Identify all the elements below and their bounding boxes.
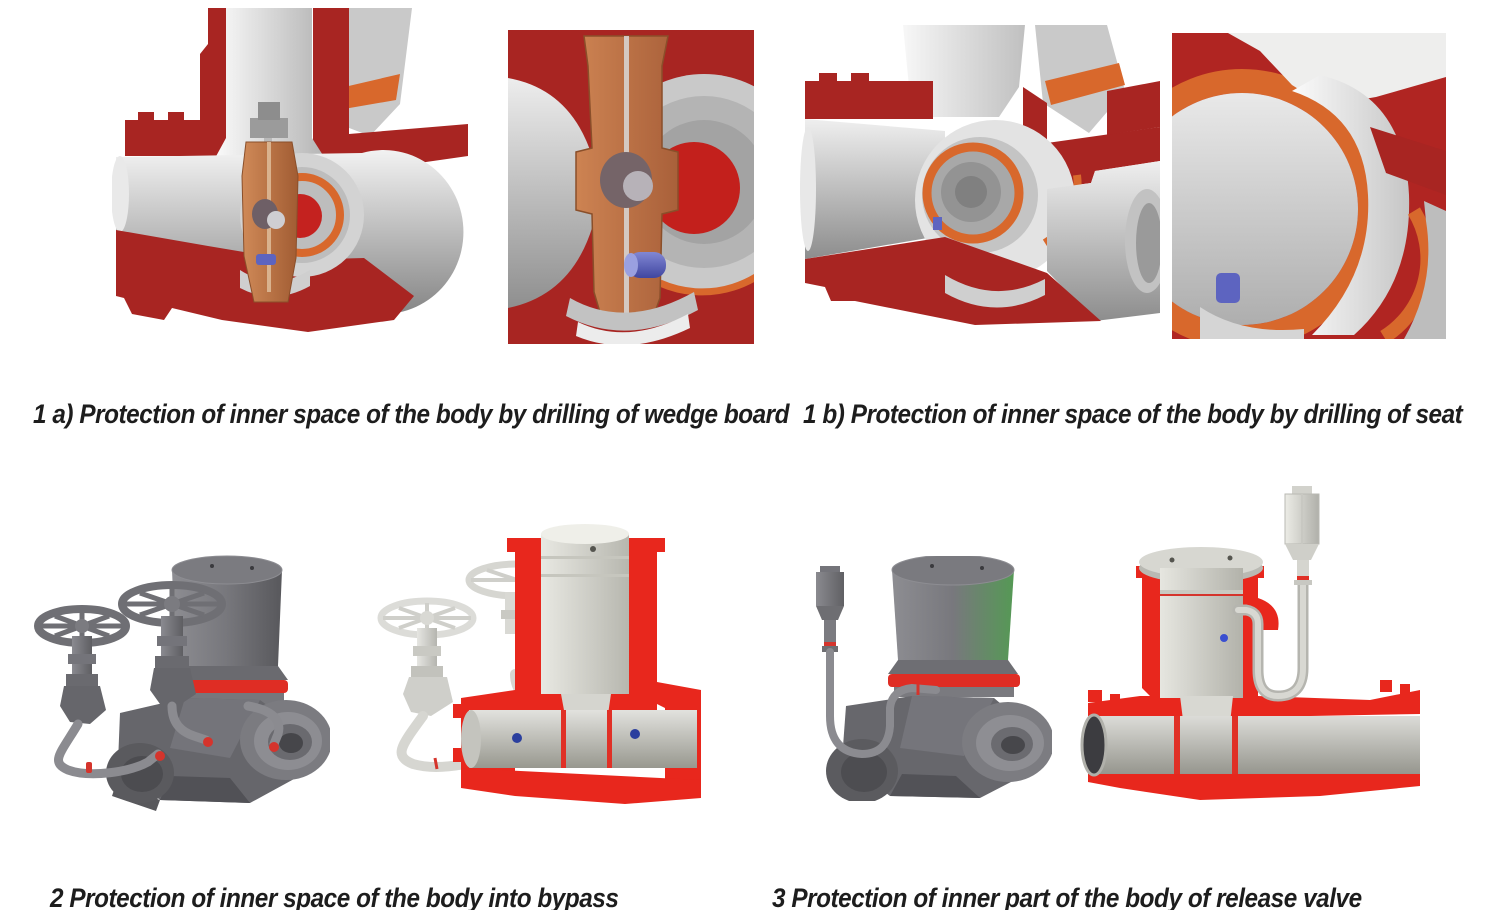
figure-1b-closeup-image — [1172, 33, 1446, 339]
valve-cutaway-with-release-valve-svg — [1080, 486, 1420, 800]
pipe-left — [805, 119, 945, 259]
pipe-right — [1047, 161, 1160, 321]
seal-ring-orange-right — [1380, 207, 1435, 339]
pipe-bore — [1172, 93, 1358, 325]
bonnet-tube — [214, 8, 326, 160]
bottom-guide — [945, 275, 1045, 308]
gasket-orange-band — [338, 74, 400, 110]
caption-1a: 1 a) Protection of inner space of the bo… — [33, 399, 790, 429]
valve-exterior-with-bypass-svg — [34, 555, 330, 811]
pipe-bore-left — [800, 127, 816, 251]
seat-drill-blue-pin — [1216, 273, 1240, 303]
red-band — [888, 674, 1020, 687]
pipe-bore-left — [1080, 713, 1108, 777]
seat-ring-red — [1174, 716, 1180, 774]
drill-blue-dot — [630, 729, 640, 739]
seat-ring-red — [561, 710, 566, 768]
figure-1b-overview-image — [795, 25, 1160, 325]
caption-3: 3 Protection of inner part of the body o… — [772, 883, 1362, 910]
pipe-bore — [1080, 713, 1420, 777]
red-ring — [824, 642, 836, 646]
figure-3-exterior-image — [742, 556, 1052, 801]
upper-pipe — [1035, 25, 1125, 133]
upper-pipe — [337, 8, 412, 136]
figure-2-exterior-image — [20, 548, 330, 813]
valve-cutaway-with-bypass-svg — [377, 524, 701, 804]
side-flange — [240, 700, 330, 780]
figure-3-cutaway-image — [1080, 478, 1425, 804]
bypass-piping — [54, 701, 284, 779]
figure-1a-closeup-image — [508, 30, 754, 344]
seat-assembly — [915, 120, 1082, 280]
drill-blue-dot — [1220, 634, 1228, 642]
red-band — [166, 680, 288, 693]
gate-valve-cutaway-with-wedge-svg — [112, 8, 468, 332]
release-pipe — [1232, 574, 1309, 702]
figure-1a-overview-image — [112, 8, 470, 346]
wedge-board-drilling-closeup-svg — [508, 30, 754, 344]
drill-blue-plug — [628, 252, 666, 278]
seal-ring-orange — [658, 274, 754, 296]
seat-ring-red — [607, 710, 612, 768]
bypass-valve-front — [377, 597, 477, 716]
pipe-connection-dots — [86, 737, 279, 773]
cut-step-red — [1370, 127, 1446, 195]
pipe-bore — [461, 710, 697, 768]
drill-blue-dot — [512, 733, 522, 743]
drill-blue-plug — [256, 254, 276, 265]
bonnet-cream — [1139, 547, 1263, 769]
release-pipe — [826, 648, 940, 759]
seat-drilling-closeup-svg — [1172, 33, 1446, 339]
bottom-guide — [1200, 307, 1304, 339]
seat-ring-red — [1232, 716, 1238, 774]
wedge-board — [241, 102, 299, 303]
bonnet-tube — [903, 25, 1025, 117]
valve-exterior-with-release-valve-svg — [816, 556, 1052, 801]
stem-pin — [623, 171, 653, 201]
pipe-cylinder — [508, 78, 600, 308]
caption-2: 2 Protection of inner space of the body … — [50, 883, 619, 910]
bypass-valve-left — [34, 605, 130, 724]
bottom-guide-light — [576, 314, 690, 344]
pipe-bore-left — [112, 156, 129, 232]
body-right-gray — [1404, 201, 1446, 339]
bypass-valve-right — [118, 581, 226, 706]
release-valve-device — [1284, 486, 1320, 585]
release-valve-device — [816, 566, 844, 652]
bottom-guide — [566, 292, 698, 331]
bonnet-mass — [1228, 33, 1446, 101]
bonnet-cylinder — [888, 556, 1020, 697]
gasket-orange-band — [1045, 63, 1125, 105]
stem-pin — [267, 211, 285, 229]
seat-drill-blue-pin — [933, 217, 942, 230]
caption-1b: 1 b) Protection of inner space of the bo… — [803, 399, 1463, 429]
valve-body-cutaway-seat-svg — [800, 25, 1160, 325]
red-ring — [1297, 576, 1309, 580]
figure-2-cutaway-image — [365, 522, 705, 804]
side-flange — [962, 702, 1052, 782]
